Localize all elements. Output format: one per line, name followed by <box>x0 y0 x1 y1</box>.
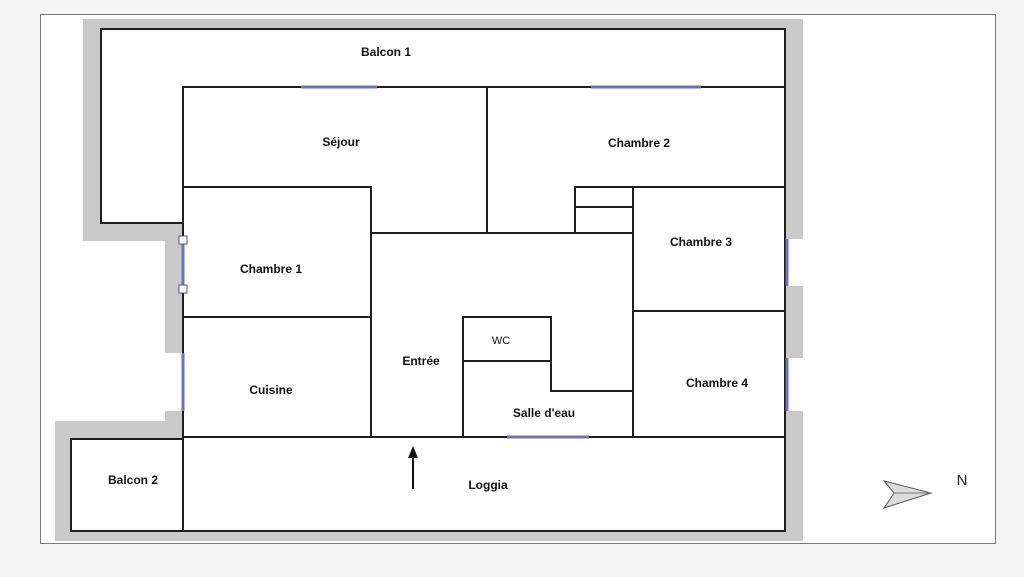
outer-wall-south <box>55 531 803 541</box>
room-balcon-2 <box>70 438 184 532</box>
selection-handle-top[interactable] <box>178 235 188 245</box>
balcony-wall-corner <box>83 223 183 241</box>
room-chambre-4 <box>632 310 786 438</box>
room-chambre-1 <box>182 186 372 318</box>
entrance-arrow-icon <box>408 446 418 458</box>
outer-wall-west-mid <box>165 223 183 353</box>
label-chambre-1: Chambre 1 <box>240 262 302 276</box>
label-balcon-1: Balcon 1 <box>361 45 411 59</box>
outer-wall-east-mid <box>785 286 803 358</box>
label-salle-d-eau: Salle d'eau <box>513 406 575 420</box>
room-cuisine <box>182 316 372 438</box>
label-chambre-4: Chambre 4 <box>686 376 748 390</box>
balcony2-wall-top <box>55 421 183 439</box>
label-chambre-2: Chambre 2 <box>608 136 670 150</box>
label-cuisine: Cuisine <box>249 383 293 397</box>
label-chambre-3: Chambre 3 <box>670 235 732 249</box>
room-chambre-3 <box>632 186 786 312</box>
room-loggia <box>182 436 786 532</box>
outer-wall-west-upper <box>83 19 101 241</box>
north-label: N <box>957 472 968 489</box>
label-wc: WC <box>492 335 510 347</box>
compass-north-icon <box>882 480 933 509</box>
closet-upper <box>574 186 634 208</box>
outer-wall-east-upper <box>785 19 803 239</box>
label-entree: Entrée <box>402 354 440 368</box>
outer-wall-east-lower <box>785 411 803 541</box>
floor-plan-canvas: Balcon 1 Séjour Chambre 2 Chambre 1 Cham… <box>40 14 996 544</box>
outer-wall-north <box>83 19 803 29</box>
label-loggia: Loggia <box>468 478 508 492</box>
selection-handle-bottom[interactable] <box>178 284 188 294</box>
closet-lower <box>574 206 634 234</box>
label-balcon-2: Balcon 2 <box>108 473 158 487</box>
label-sejour: Séjour <box>322 135 360 149</box>
balcony2-wall-west <box>55 421 71 541</box>
